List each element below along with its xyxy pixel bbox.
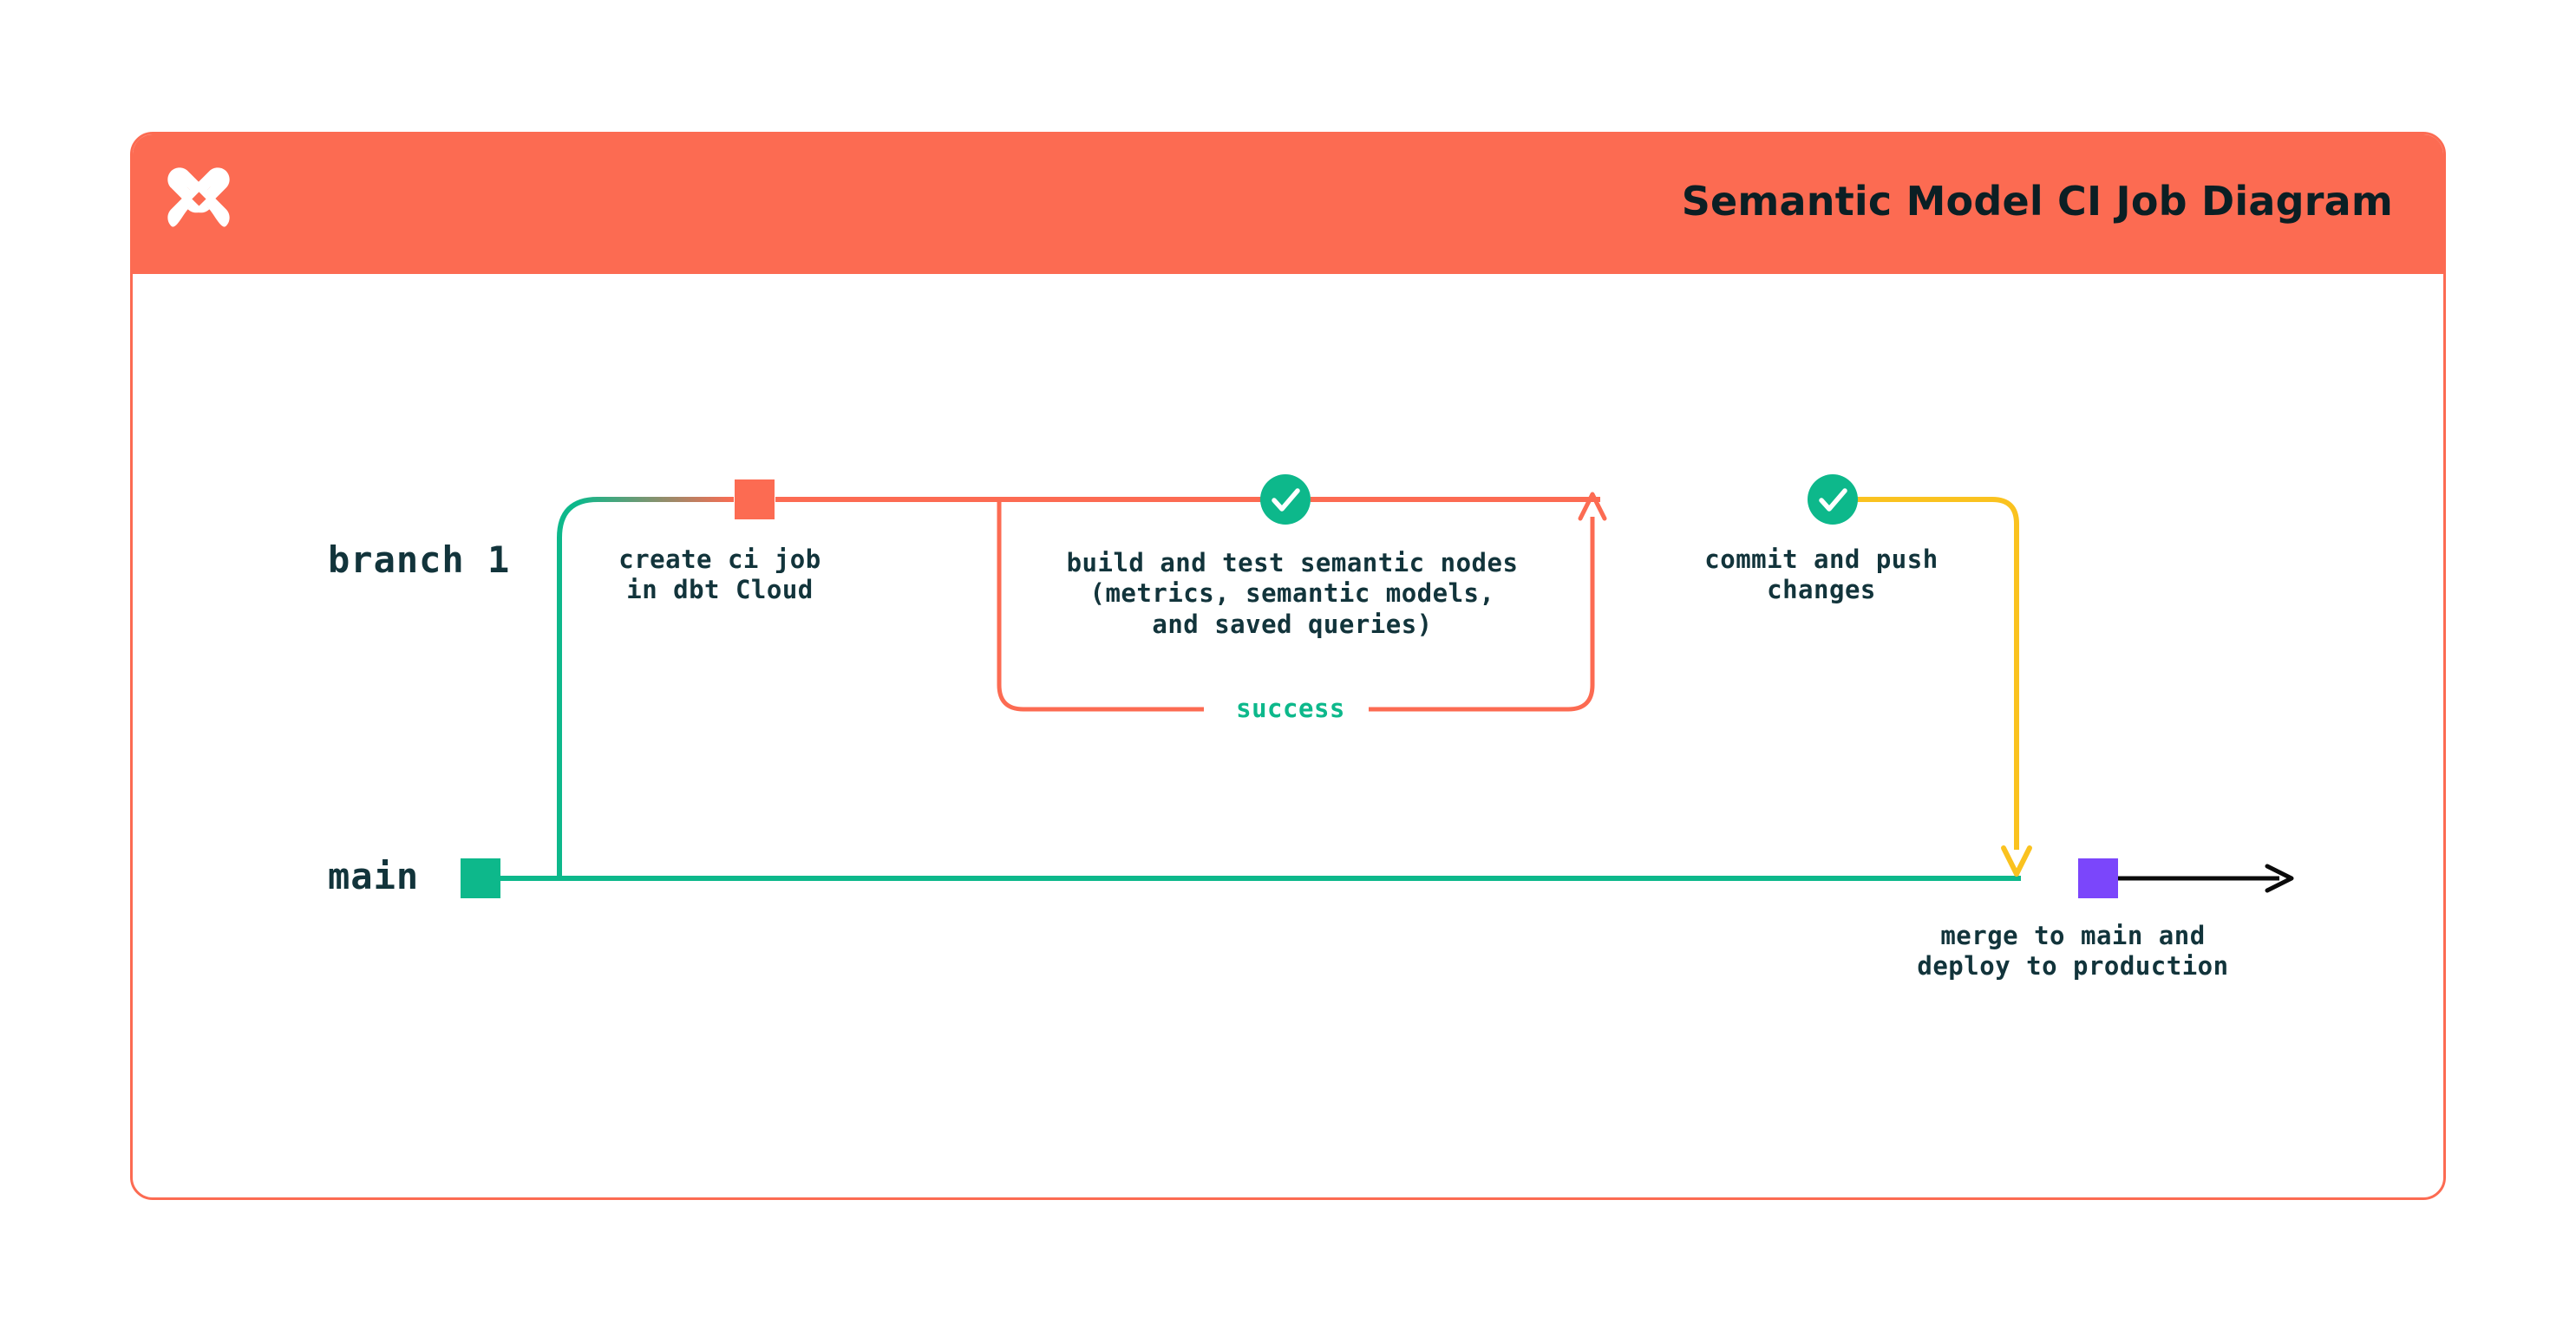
node-label-merge-to-main: merge to main and deploy to production: [1917, 921, 2229, 982]
node-label-commit-and-push: commit and push changes: [1704, 545, 1939, 605]
diagram-card: Semantic Model CI Job Diagram: [130, 132, 2446, 1200]
lane-label-branch-1: branch 1: [328, 538, 511, 581]
node-label-create-ci-job: create ci job in dbt Cloud: [618, 545, 821, 605]
edge-label-success: success: [1236, 694, 1345, 723]
card-header: [133, 134, 2443, 274]
lane-label-main: main: [328, 855, 420, 897]
page-title: Semantic Model CI Job Diagram: [1681, 178, 2393, 225]
node-label-build-and-test: build and test semantic nodes (metrics, …: [1066, 548, 1519, 639]
dbt-logo-icon: [167, 167, 230, 227]
